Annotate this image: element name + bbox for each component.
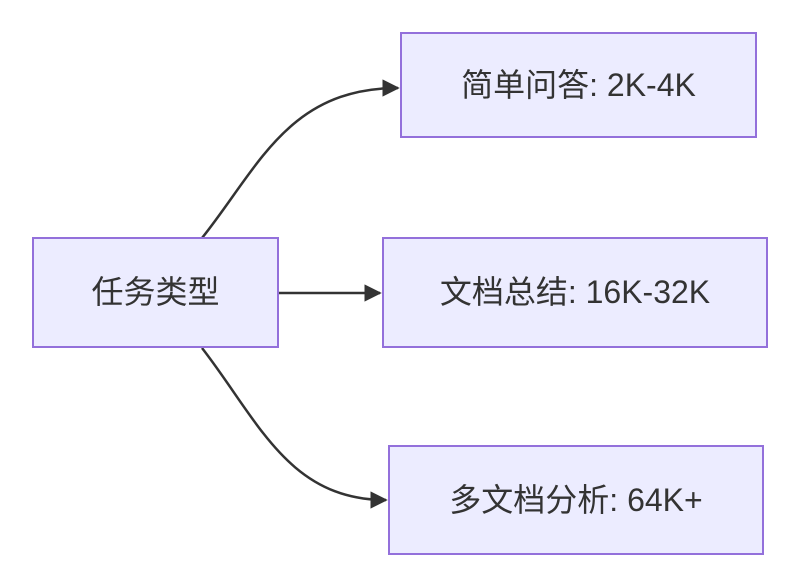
node-multi-doc: 多文档分析: 64K+: [388, 445, 764, 555]
node-simple-qa: 简单问答: 2K-4K: [400, 32, 757, 138]
edge-task-type-to-simple-qa: [201, 79, 400, 239]
edge-task-type-to-multi-doc: [201, 347, 388, 509]
node-label: 任务类型: [91, 274, 220, 311]
node-doc-summary: 文档总结: 16K-32K: [382, 237, 768, 348]
node-label: 文档总结: 16K-32K: [439, 274, 711, 311]
node-label: 简单问答: 2K-4K: [461, 66, 696, 103]
node-label: 多文档分析: 64K+: [449, 481, 703, 518]
node-task-type: 任务类型: [32, 237, 279, 348]
